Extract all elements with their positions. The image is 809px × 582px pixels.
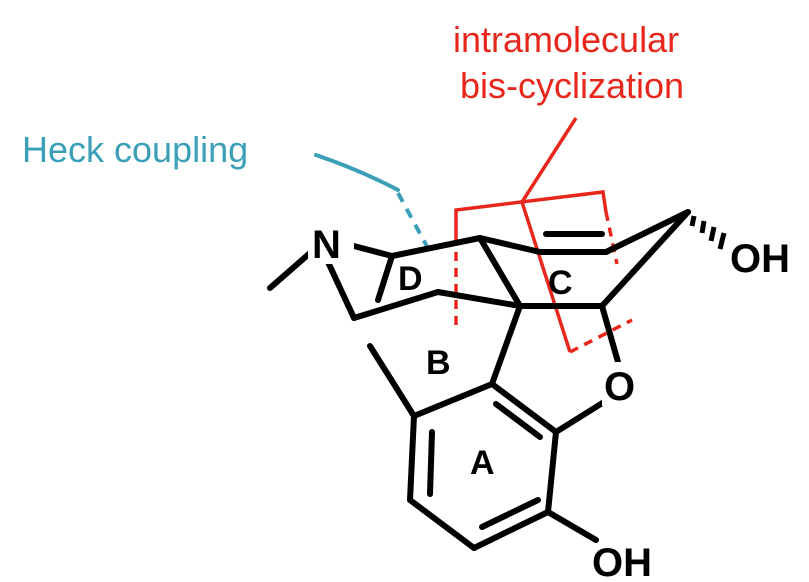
- atom-n: N: [312, 223, 341, 267]
- annotation-bis-cyclization: bis-cyclization: [460, 65, 684, 106]
- atom-oh-top: OH: [730, 237, 790, 281]
- bis-cyclization-dash-bottom: [569, 318, 633, 354]
- ring-label-b: B: [426, 344, 451, 382]
- bis-cyclization-frame-top: [454, 190, 608, 236]
- ring-label-a: A: [470, 444, 495, 482]
- heck-dashed-bond-marker: [396, 192, 432, 253]
- atom-oh-bottom: OH: [592, 541, 652, 582]
- bis-cyclization-leader-line: [520, 117, 578, 203]
- bis-cyclization-frame-stem: [520, 201, 572, 353]
- bis-cyclization-dash-right: [604, 211, 619, 265]
- ring-label-c: C: [548, 264, 573, 302]
- molecule-skeleton: [267, 209, 727, 551]
- annotation-intramolecular: intramolecular: [453, 19, 679, 60]
- o-label-bg: [602, 362, 642, 406]
- atom-o-ring: O: [604, 365, 635, 409]
- heck-leader-line: [314, 153, 400, 192]
- n-label-bg: [308, 218, 354, 264]
- annotation-heck-coupling: Heck coupling: [22, 129, 248, 170]
- ring-label-d: D: [398, 260, 423, 298]
